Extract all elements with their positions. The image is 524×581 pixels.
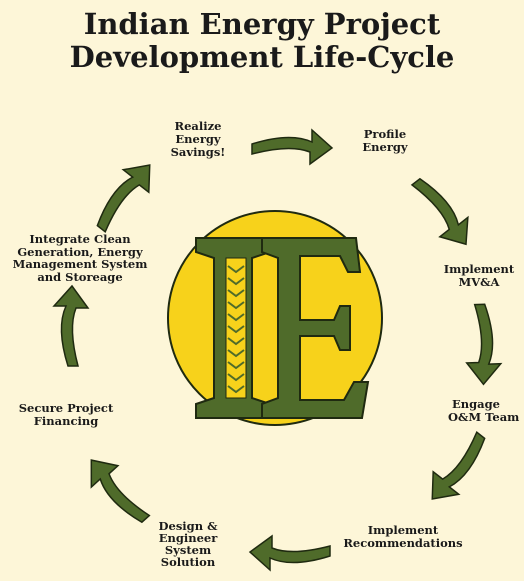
- logo-letter-e: [261, 237, 370, 419]
- step-line: Energy: [362, 140, 408, 154]
- step-line: Integrate Clean: [29, 232, 131, 246]
- arrow-6-icon: [90, 459, 151, 524]
- arrow-5-icon: [248, 534, 331, 572]
- step-line: Engineer: [158, 531, 218, 545]
- arrow-1-icon: [251, 128, 334, 166]
- arrow-2-icon: [410, 177, 469, 246]
- step-line: and Storeage: [37, 269, 123, 284]
- step-implement-mva: Implement MV&A: [434, 263, 524, 289]
- step-line: Recommendations: [343, 536, 463, 550]
- step-integrate-clean-generation: Integrate Clean Generation, Energy Manag…: [10, 233, 150, 283]
- step-line: Generation, Energy: [17, 244, 143, 259]
- step-realize-savings: Realize Energy Savings!: [160, 120, 236, 159]
- step-line: Financing: [33, 414, 99, 428]
- arrow-8-icon: [96, 164, 151, 233]
- chevron-pattern-icon: [227, 265, 245, 394]
- cycle-arrows: [52, 128, 503, 572]
- step-line: Savings!: [170, 145, 226, 159]
- step-line: Solution: [160, 555, 216, 569]
- step-line: MV&A: [458, 275, 500, 289]
- step-line: Implement: [367, 523, 439, 537]
- step-line: Profile: [363, 127, 407, 141]
- title-line-2: Development Life-Cycle: [69, 40, 455, 74]
- ie-logo: [195, 237, 370, 419]
- step-profile-energy: Profile Energy: [342, 128, 428, 154]
- step-line: Realize: [174, 119, 222, 133]
- step-implement-recommendations: Implement Recommendations: [338, 524, 468, 550]
- step-design-engineer: Design & Engineer System Solution: [148, 520, 228, 568]
- step-line: Engage: [452, 398, 500, 411]
- step-engage-om-team: Engage O&M Team: [448, 398, 524, 424]
- arrow-3-icon: [465, 303, 503, 386]
- step-line: Energy: [175, 132, 221, 146]
- step-line: O&M Team: [448, 410, 520, 424]
- step-line: Implement: [443, 262, 515, 276]
- arrow-7-icon: [52, 284, 90, 367]
- step-line: Management System: [12, 257, 148, 271]
- arrow-4-icon: [431, 431, 486, 500]
- step-secure-financing: Secure Project Financing: [12, 402, 120, 428]
- step-line: Secure Project: [18, 401, 114, 415]
- step-line: Design &: [158, 519, 218, 533]
- step-line: System: [164, 543, 212, 557]
- title-line-1: Indian Energy Project: [83, 7, 441, 41]
- page-title: Indian Energy Project Development Life-C…: [0, 8, 524, 74]
